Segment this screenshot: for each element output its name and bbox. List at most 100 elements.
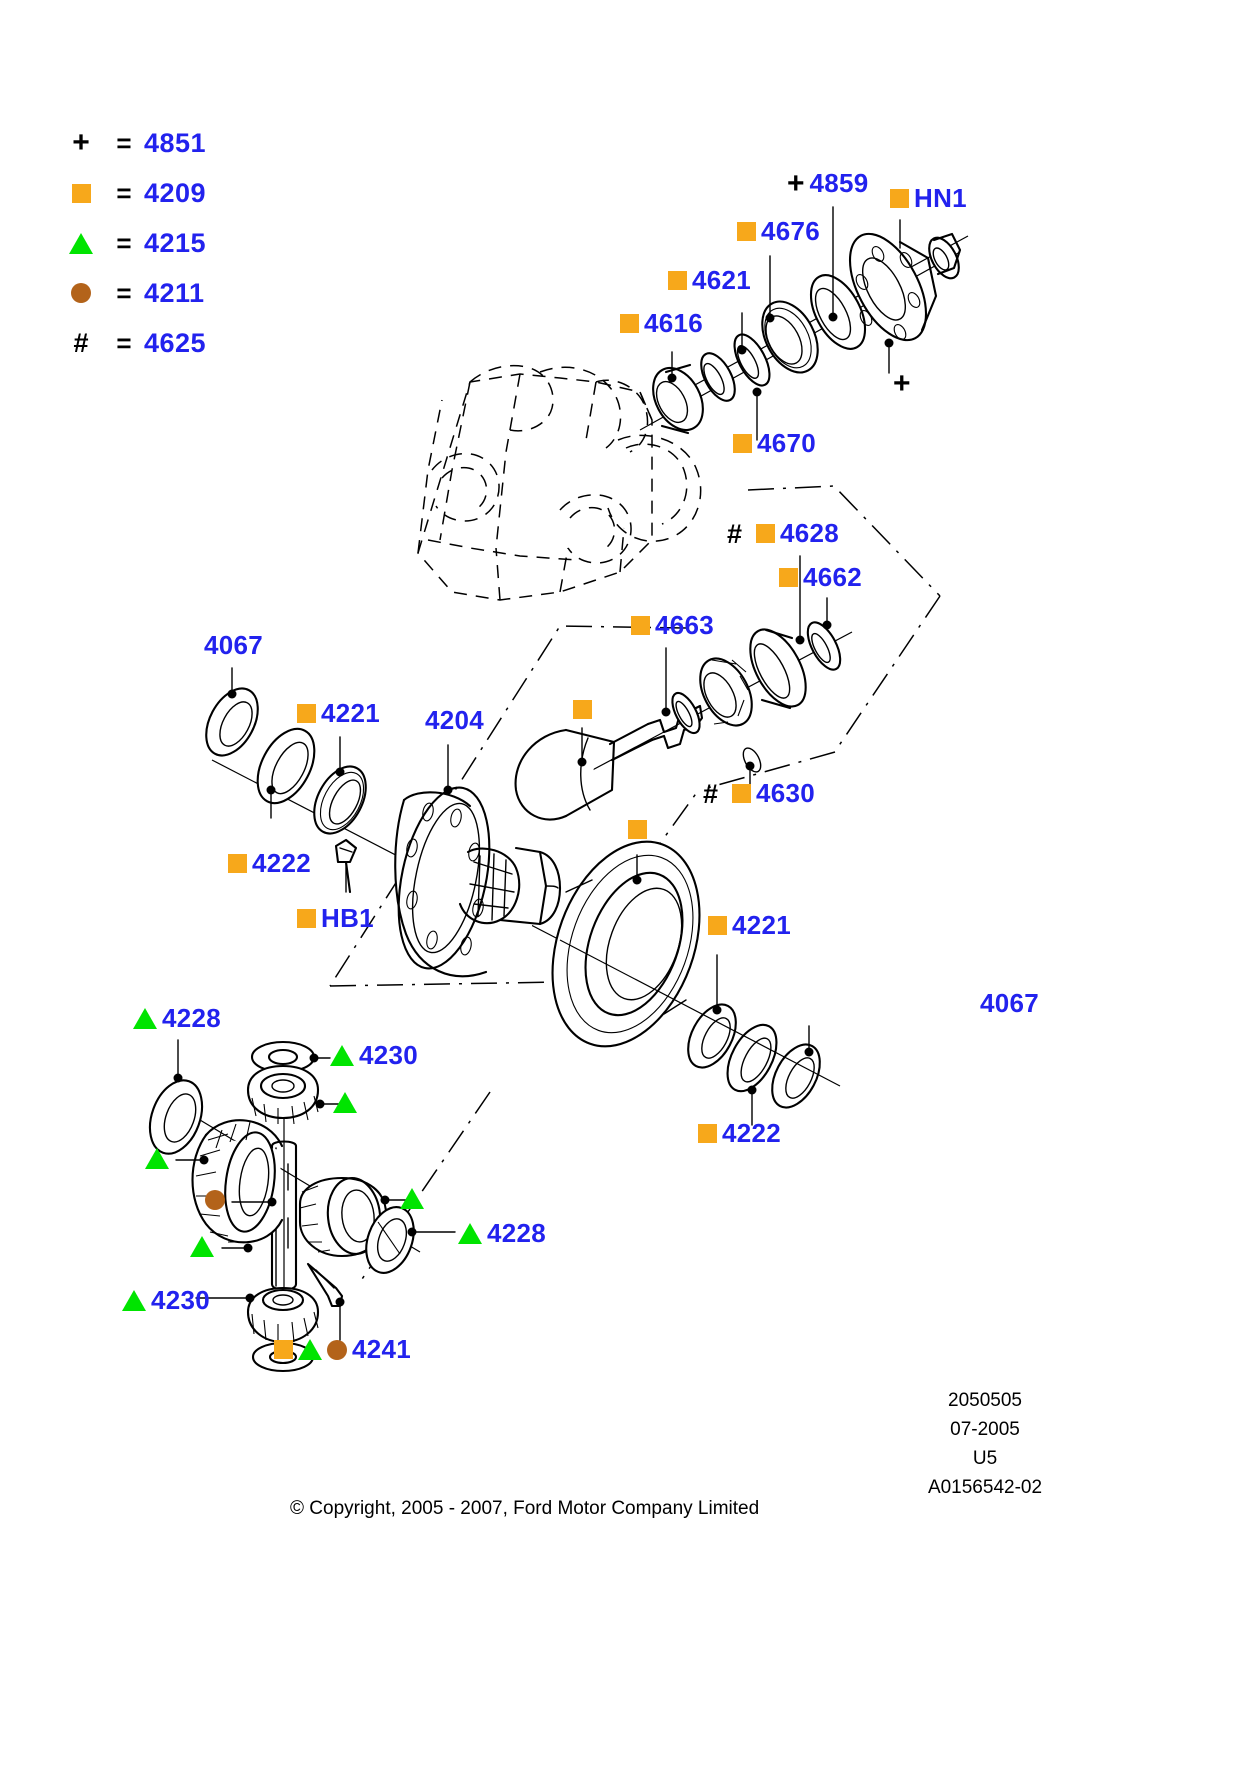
- square-icon: [228, 854, 247, 873]
- legend-equals: =: [116, 327, 132, 358]
- part-number: 4616: [644, 308, 704, 338]
- pinion-gear-assembly: [514, 621, 853, 821]
- part-ring-gear: [551, 840, 701, 1048]
- legend-row: = 4215: [58, 218, 206, 268]
- part-4221-right: [687, 1003, 737, 1069]
- document-code-date: 07-2005: [950, 1419, 1020, 1440]
- callout-square-ring-gear: [628, 820, 652, 839]
- triangle-icon: [330, 1045, 354, 1066]
- part-number: 4221: [321, 698, 381, 728]
- callout-triangle-c: [400, 1188, 429, 1209]
- callout-square-pinion: [573, 700, 597, 719]
- callout-triangle-a: [333, 1092, 362, 1113]
- square-icon: [698, 1124, 717, 1143]
- part-side-gear-right: [298, 1176, 388, 1258]
- triangle-icon: [333, 1092, 357, 1113]
- callout-4859: + 4859: [787, 168, 869, 199]
- legend-part-number: 4625: [144, 327, 207, 358]
- legend-part-number: 4851: [144, 127, 207, 158]
- axle-housing-phantom: [417, 364, 702, 601]
- hash-icon: #: [727, 518, 743, 549]
- callout-4241: 4241: [274, 1334, 411, 1365]
- callout-4221-left: 4221: [297, 698, 380, 729]
- part-number: HN1: [914, 183, 967, 213]
- triangle-icon: [145, 1148, 169, 1169]
- plus-icon: +: [72, 126, 90, 159]
- part-number: 4222: [722, 1118, 782, 1148]
- triangle-icon: [298, 1339, 322, 1360]
- part-4859: [848, 232, 938, 342]
- square-icon: [573, 700, 592, 719]
- part-4676: [809, 274, 867, 350]
- legend: + = 4851 = 4209 = 4215 = 4211 # = 4625: [58, 118, 206, 368]
- square-icon: [297, 909, 316, 928]
- document-codes: 2050505 07-2005 U5 A0156542-02: [890, 1386, 1080, 1502]
- callout-4230-top-right: 4230: [330, 1040, 418, 1071]
- square-icon: [631, 616, 650, 635]
- part-number: 4228: [487, 1218, 547, 1248]
- part-number: 4663: [655, 610, 715, 640]
- part-number: 4204: [425, 705, 485, 735]
- callout-plus-standalone: +: [893, 367, 916, 400]
- hash-icon: #: [73, 328, 89, 358]
- copyright-notice: © Copyright, 2005 - 2007, Ford Motor Com…: [290, 1498, 760, 1519]
- part-4616: [652, 363, 704, 435]
- square-icon: [890, 189, 909, 208]
- part-HN1: [928, 232, 962, 280]
- part-4221-left: [313, 765, 367, 835]
- square-icon: [297, 704, 316, 723]
- legend-row: = 4209: [58, 168, 206, 218]
- legend-equals: =: [116, 277, 132, 308]
- part-shim-ring: [671, 691, 701, 735]
- differential-carrier-assembly: [205, 687, 841, 1109]
- part-4222-left: [256, 727, 316, 805]
- triangle-icon: [122, 1290, 146, 1311]
- legend-part-number: 4215: [144, 227, 207, 258]
- triangle-icon: [190, 1236, 214, 1257]
- legend-row: + = 4851: [58, 118, 206, 168]
- callout-HB1: HB1: [297, 903, 374, 934]
- circle-icon: [205, 1190, 225, 1210]
- circle-icon: [327, 1339, 347, 1360]
- square-icon: [628, 820, 647, 839]
- part-number: 4662: [803, 562, 863, 592]
- part-4662: [806, 621, 842, 671]
- triangle-icon: [458, 1223, 482, 1244]
- square-icon: [668, 271, 687, 290]
- callout-4204: 4204: [425, 705, 484, 736]
- legend-row: = 4211: [58, 268, 206, 318]
- part-side-gear-left: [191, 1119, 284, 1244]
- part-number: 4859: [809, 168, 869, 198]
- part-number: 4241: [352, 1334, 412, 1364]
- square-icon: [737, 222, 756, 241]
- part-4628: [749, 628, 807, 710]
- part-pinion-gear: [514, 704, 704, 821]
- legend-row: # = 4625: [58, 318, 206, 368]
- part-number: 4670: [757, 428, 817, 458]
- square-icon: [733, 434, 752, 453]
- part-number: 4628: [780, 518, 840, 548]
- callout-4628: # 4628: [727, 518, 839, 549]
- part-number: 4228: [162, 1003, 222, 1033]
- part-number: 4630: [756, 778, 816, 808]
- pinion-flange-assembly: [639, 232, 969, 435]
- square-icon: [58, 183, 104, 203]
- callout-4676: 4676: [737, 216, 820, 247]
- part-number: 4067: [980, 988, 1040, 1018]
- plus-icon: +: [893, 367, 911, 400]
- callout-4621: 4621: [668, 265, 751, 296]
- document-code-reference: A0156542-02: [927, 1477, 1043, 1498]
- part-4630: [742, 747, 762, 773]
- square-icon: [756, 524, 776, 543]
- part-number: HB1: [321, 903, 374, 933]
- callout-4067-right: 4067: [980, 988, 1039, 1019]
- part-spacer-ring-a: [700, 352, 736, 402]
- square-icon: [779, 568, 798, 587]
- legend-part-number: 4209: [144, 177, 207, 208]
- legend-equals: =: [116, 127, 132, 158]
- callout-HN1: HN1: [890, 183, 967, 214]
- callout-4222-right: 4222: [698, 1118, 781, 1149]
- callout-4228-right: 4228: [458, 1218, 546, 1249]
- square-icon: [732, 784, 752, 803]
